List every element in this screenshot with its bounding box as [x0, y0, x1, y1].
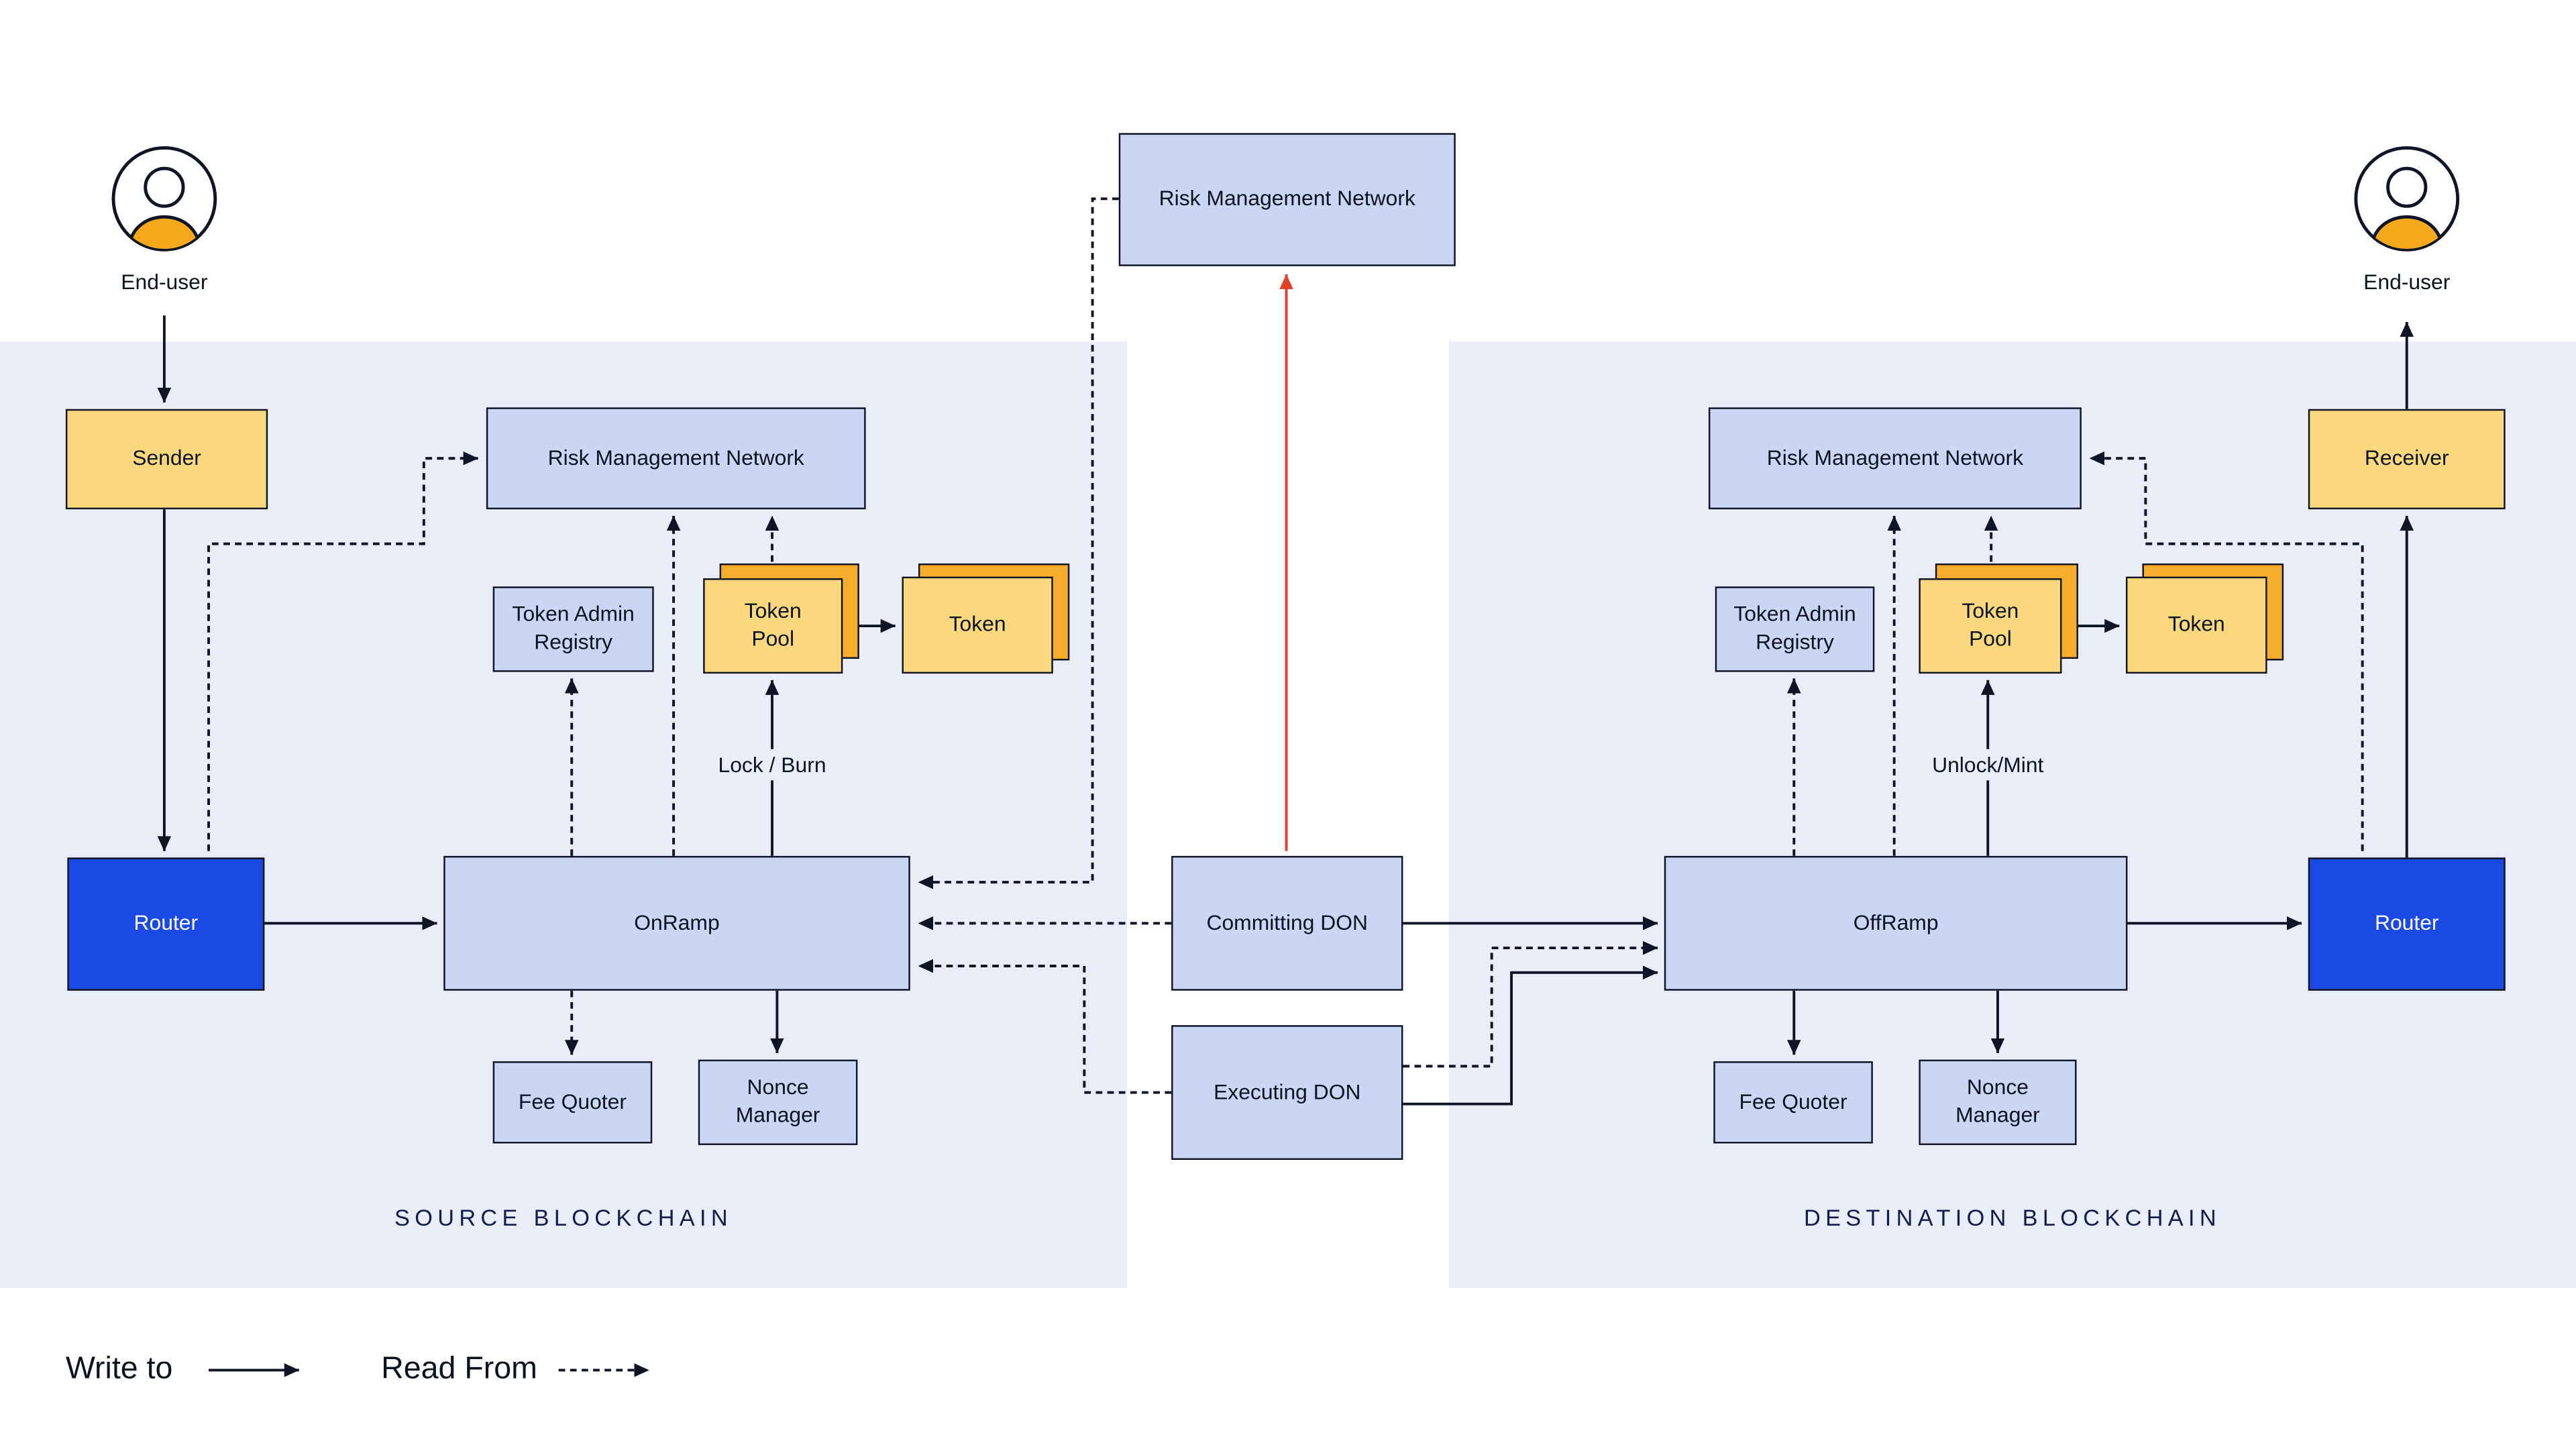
- token-source-label: Token: [949, 611, 1006, 636]
- risk-management-network-dest-label: Risk Management Network: [1766, 444, 2023, 470]
- nonce-manager-dest-node: Nonce Manager: [1919, 1059, 2077, 1145]
- token-source-node: Token: [902, 564, 1070, 674]
- nonce-manager-dest-label: Nonce Manager: [1955, 1074, 2040, 1128]
- receiver-label: Receiver: [2364, 445, 2449, 470]
- token-admin-registry-dest-label: Token Admin Registry: [1733, 601, 1856, 654]
- arrow-rmntop-reads-onramp: [918, 197, 1119, 890]
- nonce-manager-source-label: Nonce Manager: [735, 1074, 820, 1128]
- committing-don-label: Committing DON: [1206, 909, 1368, 934]
- arrow-executingdon-to-offramp: [1403, 965, 1658, 1106]
- arrow-executingdon-reads-offramp: [1403, 941, 1658, 1068]
- user-avatar-icon: [2354, 146, 2460, 252]
- risk-management-network-dest-node: Risk Management Network: [1708, 407, 2082, 510]
- risk-management-network-top-label: Risk Management Network: [1159, 185, 1415, 211]
- fee-quoter-source-node: Fee Quoter: [492, 1061, 653, 1144]
- sender-node: Sender: [65, 409, 268, 510]
- risk-management-network-source-label: Risk Management Network: [547, 444, 804, 470]
- receiver-node: Receiver: [2308, 409, 2506, 510]
- committing-don-node: Committing DON: [1171, 855, 1403, 991]
- risk-management-network-top-node: Risk Management Network: [1118, 133, 1456, 266]
- arrow-executingdon-reads-onramp: [918, 959, 1172, 1094]
- onramp-label: OnRamp: [634, 909, 720, 934]
- executing-don-node: Executing DON: [1171, 1025, 1403, 1160]
- source-end-user-label: End-user: [121, 269, 208, 294]
- token-front-sheet: Token: [2125, 576, 2267, 674]
- router-dest-node: Router: [2308, 857, 2506, 991]
- fee-quoter-source-label: Fee Quoter: [518, 1088, 627, 1114]
- token-dest-label: Token: [2167, 611, 2225, 636]
- lock-burn-label: Lock / Burn: [708, 749, 837, 781]
- fee-quoter-dest-node: Fee Quoter: [1713, 1061, 1873, 1144]
- source-section-label: SOURCE BLOCKCHAIN: [394, 1204, 733, 1231]
- nonce-manager-source-node: Nonce Manager: [698, 1059, 858, 1145]
- token-front-sheet: Token: [902, 576, 1053, 674]
- legend-read-from-label: Read From: [381, 1352, 537, 1387]
- token-pool-source-label: Token Pool: [744, 598, 802, 651]
- token-pool-front-sheet: Token Pool: [703, 578, 843, 674]
- token-pool-source-node: Token Pool: [703, 564, 859, 674]
- source-end-user: End-user: [110, 145, 219, 294]
- risk-management-network-source-node: Risk Management Network: [486, 407, 866, 510]
- arrow-router-reads-rmn-source: [207, 451, 479, 851]
- token-admin-registry-dest-node: Token Admin Registry: [1715, 586, 1875, 672]
- executing-don-label: Executing DON: [1214, 1078, 1361, 1104]
- offramp-node: OffRamp: [1664, 855, 2128, 991]
- token-pool-front-sheet: Token Pool: [1919, 578, 2062, 674]
- router-source-node: Router: [67, 857, 265, 991]
- user-avatar-icon: [111, 146, 217, 252]
- router-source-label: Router: [133, 910, 199, 935]
- arrow-router-reads-rmn-dest: [2089, 451, 2364, 851]
- token-admin-registry-source-label: Token Admin Registry: [512, 601, 635, 654]
- token-admin-registry-source-node: Token Admin Registry: [492, 586, 654, 672]
- fee-quoter-dest-label: Fee Quoter: [1739, 1088, 1847, 1114]
- router-dest-label: Router: [2374, 910, 2439, 935]
- destination-end-user: End-user: [2353, 145, 2461, 294]
- token-dest-node: Token: [2125, 564, 2284, 674]
- token-pool-dest-label: Token Pool: [1962, 598, 2019, 651]
- offramp-label: OffRamp: [1853, 909, 1939, 934]
- legend-write-to-label: Write to: [65, 1352, 173, 1387]
- onramp-node: OnRamp: [443, 855, 910, 991]
- token-pool-dest-node: Token Pool: [1919, 564, 2078, 674]
- destination-end-user-label: End-user: [2363, 269, 2451, 294]
- sender-label: Sender: [132, 445, 201, 470]
- unlock-mint-label: Unlock/Mint: [1922, 749, 2054, 781]
- destination-section-label: DESTINATION BLOCKCHAIN: [1803, 1204, 2222, 1231]
